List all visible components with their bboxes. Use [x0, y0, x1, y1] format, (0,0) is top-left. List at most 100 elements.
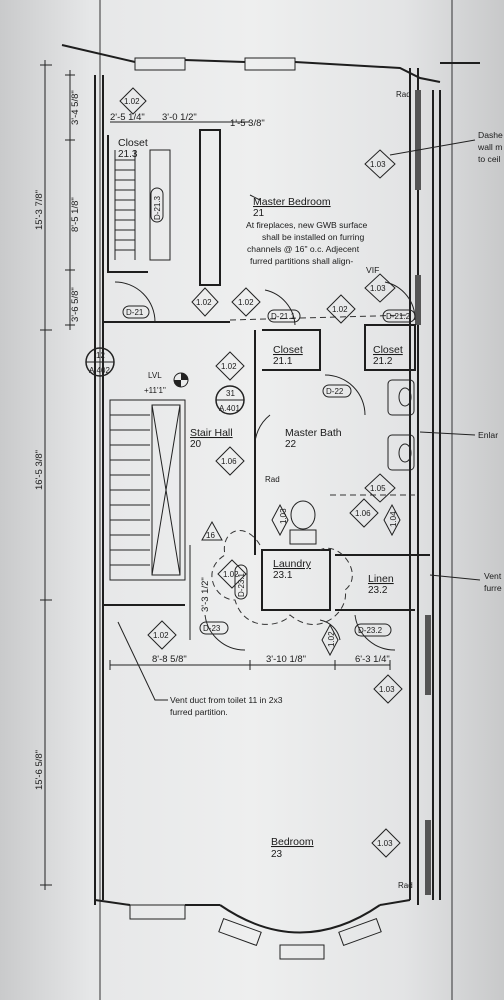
- svg-text:1.02: 1.02: [223, 570, 239, 579]
- svg-text:1.02: 1.02: [332, 305, 348, 314]
- room-num-stair-hall: 20: [190, 439, 202, 450]
- svg-text:2'-5 1/4": 2'-5 1/4": [110, 112, 145, 123]
- room-num-laundry: 23.1: [273, 570, 293, 581]
- tag-1-04: 1.04: [383, 503, 401, 537]
- room-name-stair-hall: Stair Hall: [190, 427, 233, 439]
- room-name-master-bath: Master Bath: [285, 427, 342, 439]
- tag-1-02-hall: 1.02: [147, 620, 177, 650]
- room-name-laundry: Laundry: [273, 558, 312, 570]
- svg-text:31: 31: [226, 389, 235, 398]
- svg-text:A.401: A.401: [219, 404, 240, 413]
- tag-1-03-bedroom: 1.03: [371, 828, 401, 858]
- svg-text:16'-5 3/8": 16'-5 3/8": [34, 450, 45, 490]
- tag-16: 16: [201, 520, 223, 541]
- svg-text:1'-5 3/8": 1'-5 3/8": [230, 118, 265, 129]
- svg-text:+11'1": +11'1": [144, 386, 166, 395]
- svg-text:1.03: 1.03: [379, 685, 395, 694]
- fixtures: [211, 379, 415, 625]
- level-marker: LVL +11'1": [144, 371, 189, 395]
- svg-text:15'-6 5/8": 15'-6 5/8": [34, 750, 45, 790]
- tag-1-02-laundry: 1.02: [321, 623, 339, 657]
- room-num-closet-21-1: 21.1: [273, 356, 293, 367]
- closet-shelving: [114, 149, 171, 261]
- svg-text:Vent: Vent: [484, 571, 502, 581]
- leader-lines: [117, 139, 481, 701]
- room-name-bedroom: Bedroom: [271, 836, 314, 848]
- tag-1-05: 1.05: [364, 473, 396, 503]
- svg-text:A.402: A.402: [89, 366, 110, 375]
- exterior-walls: [61, 44, 480, 934]
- room-num-closet-21-2: 21.2: [373, 356, 393, 367]
- tag-markers: 1.02 1.03 1.02 1.02 1.03 1.02 1.02 1.06 …: [119, 87, 403, 858]
- svg-text:3'-6 5/8": 3'-6 5/8": [70, 287, 81, 322]
- svg-text:Enlar: Enlar: [478, 430, 498, 440]
- tag-1-02-mid: 1.02: [191, 287, 219, 317]
- svg-text:8'-5 1/8": 8'-5 1/8": [70, 197, 81, 232]
- svg-text:Vent duct from toilet 11 in 2x: Vent duct from toilet 11 in 2x3: [170, 695, 283, 705]
- door-labels: D-21 D-21.3 D-21.1 D-21.2 D-22 D-23 D-23…: [122, 187, 416, 637]
- svg-text:Rad: Rad: [398, 881, 413, 890]
- section-marker-12: 12 A.402: [85, 347, 115, 377]
- room-num-linen: 23.2: [368, 585, 388, 596]
- room-num-closet-21-3: 21.3: [118, 149, 138, 160]
- tag-1-02-top: 1.02: [119, 87, 147, 115]
- room-name-linen: Linen: [368, 573, 394, 585]
- dimension-lines: [40, 60, 391, 890]
- svg-text:3'-0 1/2": 3'-0 1/2": [162, 112, 197, 123]
- svg-text:1.04: 1.04: [389, 511, 398, 527]
- section-marker-31: 31 A.401: [215, 385, 245, 415]
- svg-text:1.03: 1.03: [370, 284, 386, 293]
- svg-text:Dashe: Dashe: [478, 130, 503, 140]
- svg-text:15'-3 7/8": 15'-3 7/8": [34, 190, 45, 230]
- svg-text:1.02: 1.02: [153, 631, 169, 640]
- svg-text:3'-3 1/2": 3'-3 1/2": [200, 577, 211, 612]
- tag-1-02-c21-2: 1.02: [326, 294, 356, 324]
- dimension-texts: 2'-5 1/4" 3'-0 1/2" 1'-5 3/8" 3'-4 5/8" …: [34, 90, 390, 790]
- door-label-d21: D-21: [126, 308, 144, 317]
- wall-hatch: [415, 90, 431, 895]
- svg-text:Rad: Rad: [396, 90, 411, 99]
- tag-1-02-door: 1.02: [231, 287, 261, 317]
- windows: [129, 57, 382, 960]
- svg-text:furred partition.: furred partition.: [170, 707, 228, 717]
- tag-1-03-bed: 1.03: [364, 149, 396, 179]
- svg-text:1.02: 1.02: [327, 631, 336, 647]
- door-label-d23: D-23: [203, 624, 221, 633]
- svg-text:3'-4 5/8": 3'-4 5/8": [70, 90, 81, 125]
- door-label-d23-1: D-23.1: [237, 572, 246, 597]
- fireplace-note: At fireplaces, new GWB surface shall be …: [246, 220, 379, 275]
- svg-text:12: 12: [96, 351, 105, 360]
- door-label-d21-2: D-21.2: [386, 312, 411, 321]
- tag-1-03-low: 1.03: [373, 674, 403, 704]
- svg-text:1.05: 1.05: [370, 484, 386, 493]
- tag-1-06-stair: 1.06: [215, 446, 245, 476]
- room-name-closet-21-2: Closet: [373, 344, 403, 356]
- room-num-bedroom: 23: [271, 849, 283, 860]
- tag-1-03-right: 1.03: [364, 273, 396, 303]
- tag-1-02-low: 1.02: [217, 559, 247, 589]
- svg-text:16: 16: [206, 531, 215, 540]
- door-label-d21-3: D-21.3: [153, 195, 162, 220]
- svg-text:shall be installed on furring: shall be installed on furring: [262, 232, 364, 242]
- svg-text:wall m: wall m: [477, 142, 502, 152]
- svg-text:1.02: 1.02: [124, 97, 140, 106]
- room-name-master-bedroom: Master Bedroom: [253, 196, 331, 208]
- room-labels: Closet 21.3 Master Bedroom 21 Closet 21.…: [118, 137, 403, 860]
- right-margin-notes: Dashe wall m to ceil Enlar Vent furre: [477, 130, 503, 593]
- rad-labels: Rad Rad Rad: [265, 90, 413, 890]
- room-name-closet-21-3: Closet: [118, 137, 148, 149]
- stair: [109, 399, 186, 581]
- svg-text:1.03: 1.03: [279, 508, 288, 524]
- room-num-master-bath: 22: [285, 439, 297, 450]
- tag-1-02-stair: 1.02: [215, 351, 245, 381]
- svg-text:channels @ 16" o.c. Adjecent: channels @ 16" o.c. Adjecent: [247, 244, 360, 254]
- svg-text:3'-10 1/8": 3'-10 1/8": [266, 654, 306, 665]
- svg-text:1.02: 1.02: [196, 298, 212, 307]
- svg-text:6'-3 1/4": 6'-3 1/4": [355, 654, 390, 665]
- svg-text:1.02: 1.02: [221, 362, 237, 371]
- svg-text:1.06: 1.06: [221, 457, 237, 466]
- svg-text:8'-8 5/8": 8'-8 5/8": [152, 654, 187, 665]
- svg-text:to ceil: to ceil: [478, 154, 501, 164]
- svg-text:1.06: 1.06: [355, 509, 371, 518]
